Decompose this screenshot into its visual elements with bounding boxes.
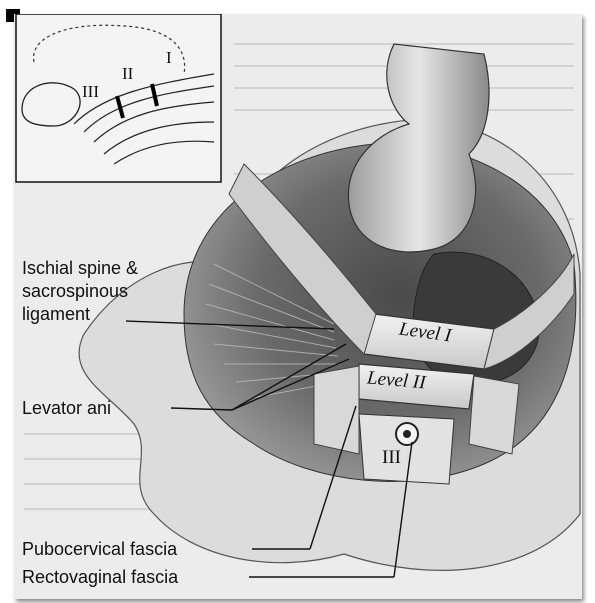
level-2-wall-right — [469, 376, 519, 454]
label-pubocervical-fascia: Pubocervical fascia — [22, 538, 177, 560]
anatomy-illustration — [14, 14, 582, 599]
inset-diagram — [16, 14, 221, 182]
illustration-plate: I II III Level I Level II III Ischial sp… — [14, 14, 582, 599]
label-ischial-spine-line-3: ligament — [22, 303, 90, 325]
label-rectovaginal-fascia: Rectovaginal fascia — [22, 566, 178, 588]
level-3-label: III — [382, 447, 401, 469]
inset-marker-1: I — [166, 48, 172, 68]
label-levator-ani: Levator ani — [22, 397, 111, 419]
inset-marker-3: III — [82, 82, 99, 102]
label-ischial-spine-line-1: Ischial spine & — [22, 257, 138, 279]
label-ischial-spine-line-2: sacrospinous — [22, 280, 128, 302]
inset-marker-2: II — [122, 64, 133, 84]
level-2-wall-left — [314, 366, 359, 454]
cervix-tube — [348, 44, 489, 252]
vaginal-opening-center — [403, 430, 411, 438]
